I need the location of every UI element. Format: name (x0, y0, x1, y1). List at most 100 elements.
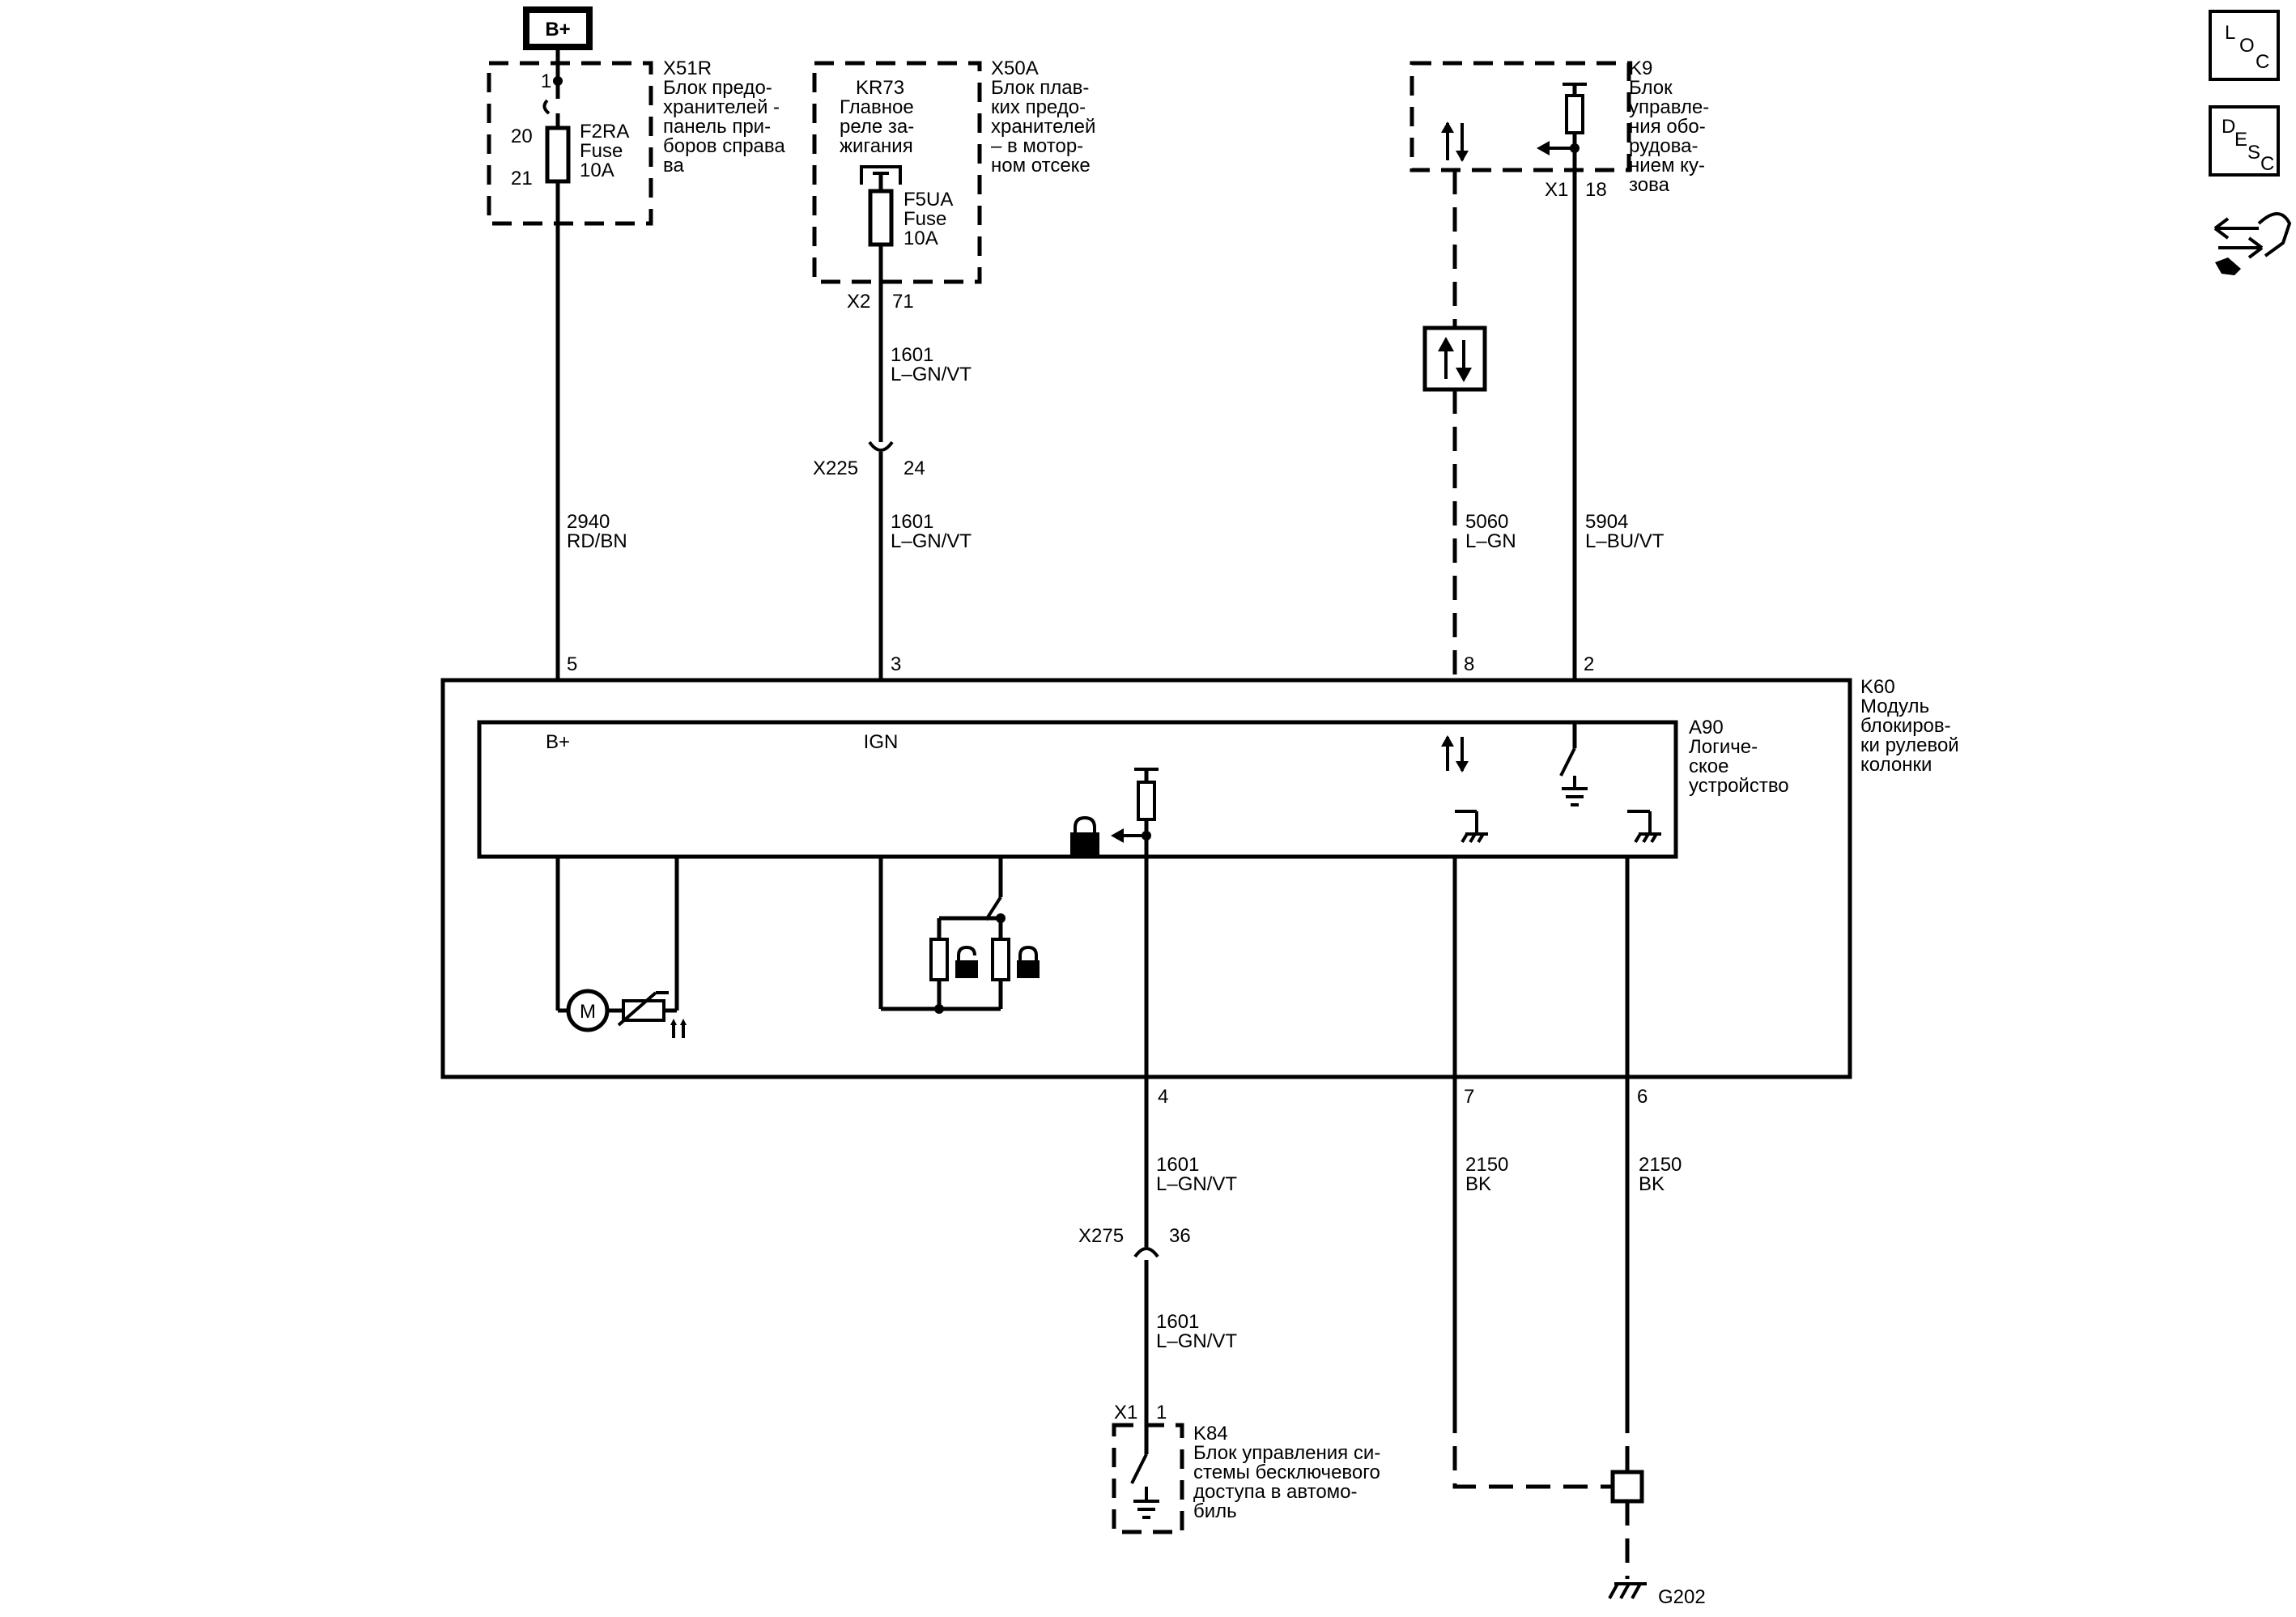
loc-letter-c: C (2256, 51, 2269, 73)
module-k9: K9 Блок управле- ния обо- рудова- нием к… (1409, 57, 1709, 196)
wire-5904-color: L–BU/VT (1585, 530, 1665, 552)
a90-lock-icon (1070, 815, 1099, 855)
x51r-desc-2: хранителей - (663, 96, 780, 118)
k60-desc-3: ки рулевой (1860, 734, 1959, 756)
wire-5060-color: L–GN (1465, 530, 1516, 552)
k84-signal-ground-icon (1133, 1500, 1159, 1519)
x275-pin: 36 (1169, 1225, 1191, 1247)
k84-id: K84 (1193, 1423, 1228, 1445)
wire-1601d-color: L–GN/VT (1156, 1330, 1237, 1352)
a90-desc-1: Логиче- (1689, 736, 1758, 758)
wire-5904-number: 5904 (1585, 511, 1628, 533)
wire-5060-number: 5060 (1465, 511, 1508, 533)
k9-id: K9 (1629, 57, 1652, 79)
motor-circuit: M (555, 857, 687, 1038)
fuse-block-x51r: X51R Блок предо- хранителей - панель при… (487, 57, 785, 226)
temperature-rise-icon (670, 1019, 687, 1038)
k60-pin-2: 2 (1584, 653, 1594, 675)
description-view-icon[interactable]: D E S C (2209, 105, 2280, 177)
wire-1601c-number: 1601 (1156, 1154, 1199, 1176)
k84-pin: 1 (1156, 1402, 1167, 1423)
wire-2150a-number: 2150 (1465, 1154, 1508, 1176)
kr73-desc-1: Главное (840, 96, 914, 118)
a90-bplus-label: B+ (546, 731, 570, 753)
k84-desc-3: доступа в автомо- (1193, 1481, 1358, 1503)
x51r-desc-5: ва (663, 155, 684, 177)
x275-id: X275 (1078, 1225, 1124, 1247)
lock-resistor-icon (991, 938, 1010, 981)
connector-x275: X275 36 (1078, 1225, 1191, 1258)
lock-icon (1017, 945, 1040, 978)
k9-conn: X1 (1545, 179, 1568, 201)
a90-desc-3: устройство (1689, 775, 1789, 797)
unlock-resistor-icon (929, 938, 949, 981)
k9-pin: 18 (1585, 179, 1607, 201)
connector-tool-icon[interactable] (2213, 212, 2292, 275)
k9-desc-3: ния обо- (1629, 116, 1706, 138)
wire-1601a-number: 1601 (891, 344, 933, 366)
x51r-desc-4: боров справа (663, 135, 785, 157)
x51r-fuse-name: F2RA (580, 121, 629, 143)
wire-1601d-number: 1601 (1156, 1311, 1199, 1333)
splice-pack-icon (1610, 1470, 1644, 1504)
x50a-desc-4: – в мотор- (991, 135, 1083, 157)
x225-id: X225 (813, 457, 858, 479)
k84-switch-icon (1130, 1453, 1148, 1484)
k60-pin-8: 8 (1464, 653, 1474, 675)
k84-desc-4: биль (1193, 1500, 1237, 1522)
x51r-desc-1: Блок предо- (663, 77, 772, 99)
x50a-conn: X2 (847, 291, 870, 313)
wire-2940-number: 2940 (567, 511, 610, 533)
a90-chassis-ground-6-icon (1627, 810, 1661, 844)
wire-2150b-number: 2150 (1639, 1154, 1682, 1176)
a90-ign-label: IGN (864, 731, 899, 753)
k60-id: K60 (1860, 676, 1895, 698)
x50a-desc-1: Блок плав- (991, 77, 1089, 99)
x50a-desc-3: хранителей (991, 116, 1095, 138)
k84-desc-2: стемы бесключевого (1193, 1462, 1380, 1483)
x51r-id: X51R (663, 57, 712, 79)
desc-letter-d: D (2222, 116, 2235, 138)
k9-signal-arrow-icon (1537, 141, 1550, 155)
k9-desc-1: Блок (1629, 77, 1673, 99)
a90-id: A90 (1689, 717, 1724, 738)
f5ua-fuse-type: Fuse (904, 208, 946, 230)
logic-unit-a90: A90 Логиче- ское устройство B+ IGN (477, 717, 1789, 859)
k60-desc-4: колонки (1860, 754, 1932, 776)
lock-unlock-circuit (878, 857, 1040, 1014)
wire-2150a-color: BK (1465, 1173, 1491, 1195)
k60-pin-3: 3 (891, 653, 901, 675)
k60-pin-4: 4 (1158, 1086, 1168, 1108)
connector-x225: X225 24 (813, 440, 925, 479)
f5ua-fuse-icon (868, 189, 894, 247)
wire-2150b-color: BK (1639, 1173, 1665, 1195)
wire-1601c-color: L–GN/VT (1156, 1173, 1237, 1195)
x51r-pin-20: 20 (511, 126, 533, 147)
k9-desc-2: управле- (1629, 96, 1709, 118)
a90-desc-2: ское (1689, 755, 1728, 777)
fuse-block-x50a: X50A Блок плав- ких предо- хранителей – … (812, 57, 1095, 284)
a90-chassis-ground-7-icon (1455, 810, 1488, 844)
wire-1601a-color: L–GN/VT (891, 364, 972, 385)
g202-label: G202 (1658, 1586, 1706, 1608)
k9-desc-4: рудова- (1629, 135, 1698, 157)
wire-2940-color: RD/BN (567, 530, 627, 552)
serial-data-bus-icon (1422, 326, 1487, 392)
a90-input-switch-icon (1559, 747, 1576, 777)
location-view-icon[interactable]: L O C (2209, 10, 2280, 81)
loc-letter-o: O (2239, 35, 2255, 57)
k9-serial-data-icon (1441, 121, 1469, 162)
x50a-desc-5: ном отсеке (991, 155, 1091, 177)
k9-desc-6: зова (1629, 174, 1670, 196)
kr73-desc-2: реле за- (840, 116, 914, 138)
wire-1601b-color: L–GN/VT (891, 530, 972, 552)
x51r-fuse-rating: 10A (580, 160, 614, 181)
desc-letter-s: S (2247, 142, 2260, 164)
x50a-id: X50A (991, 57, 1039, 79)
module-k84: X1 1 K84 Блок управления си- стемы бескл… (1112, 1402, 1380, 1534)
motor-label: M (580, 1001, 596, 1023)
k9-desc-5: нием ку- (1629, 155, 1705, 177)
x51r-pin-1: 1 (541, 70, 551, 92)
x50a-pin: 71 (892, 291, 914, 313)
f5ua-fuse-name: F5UA (904, 189, 953, 211)
